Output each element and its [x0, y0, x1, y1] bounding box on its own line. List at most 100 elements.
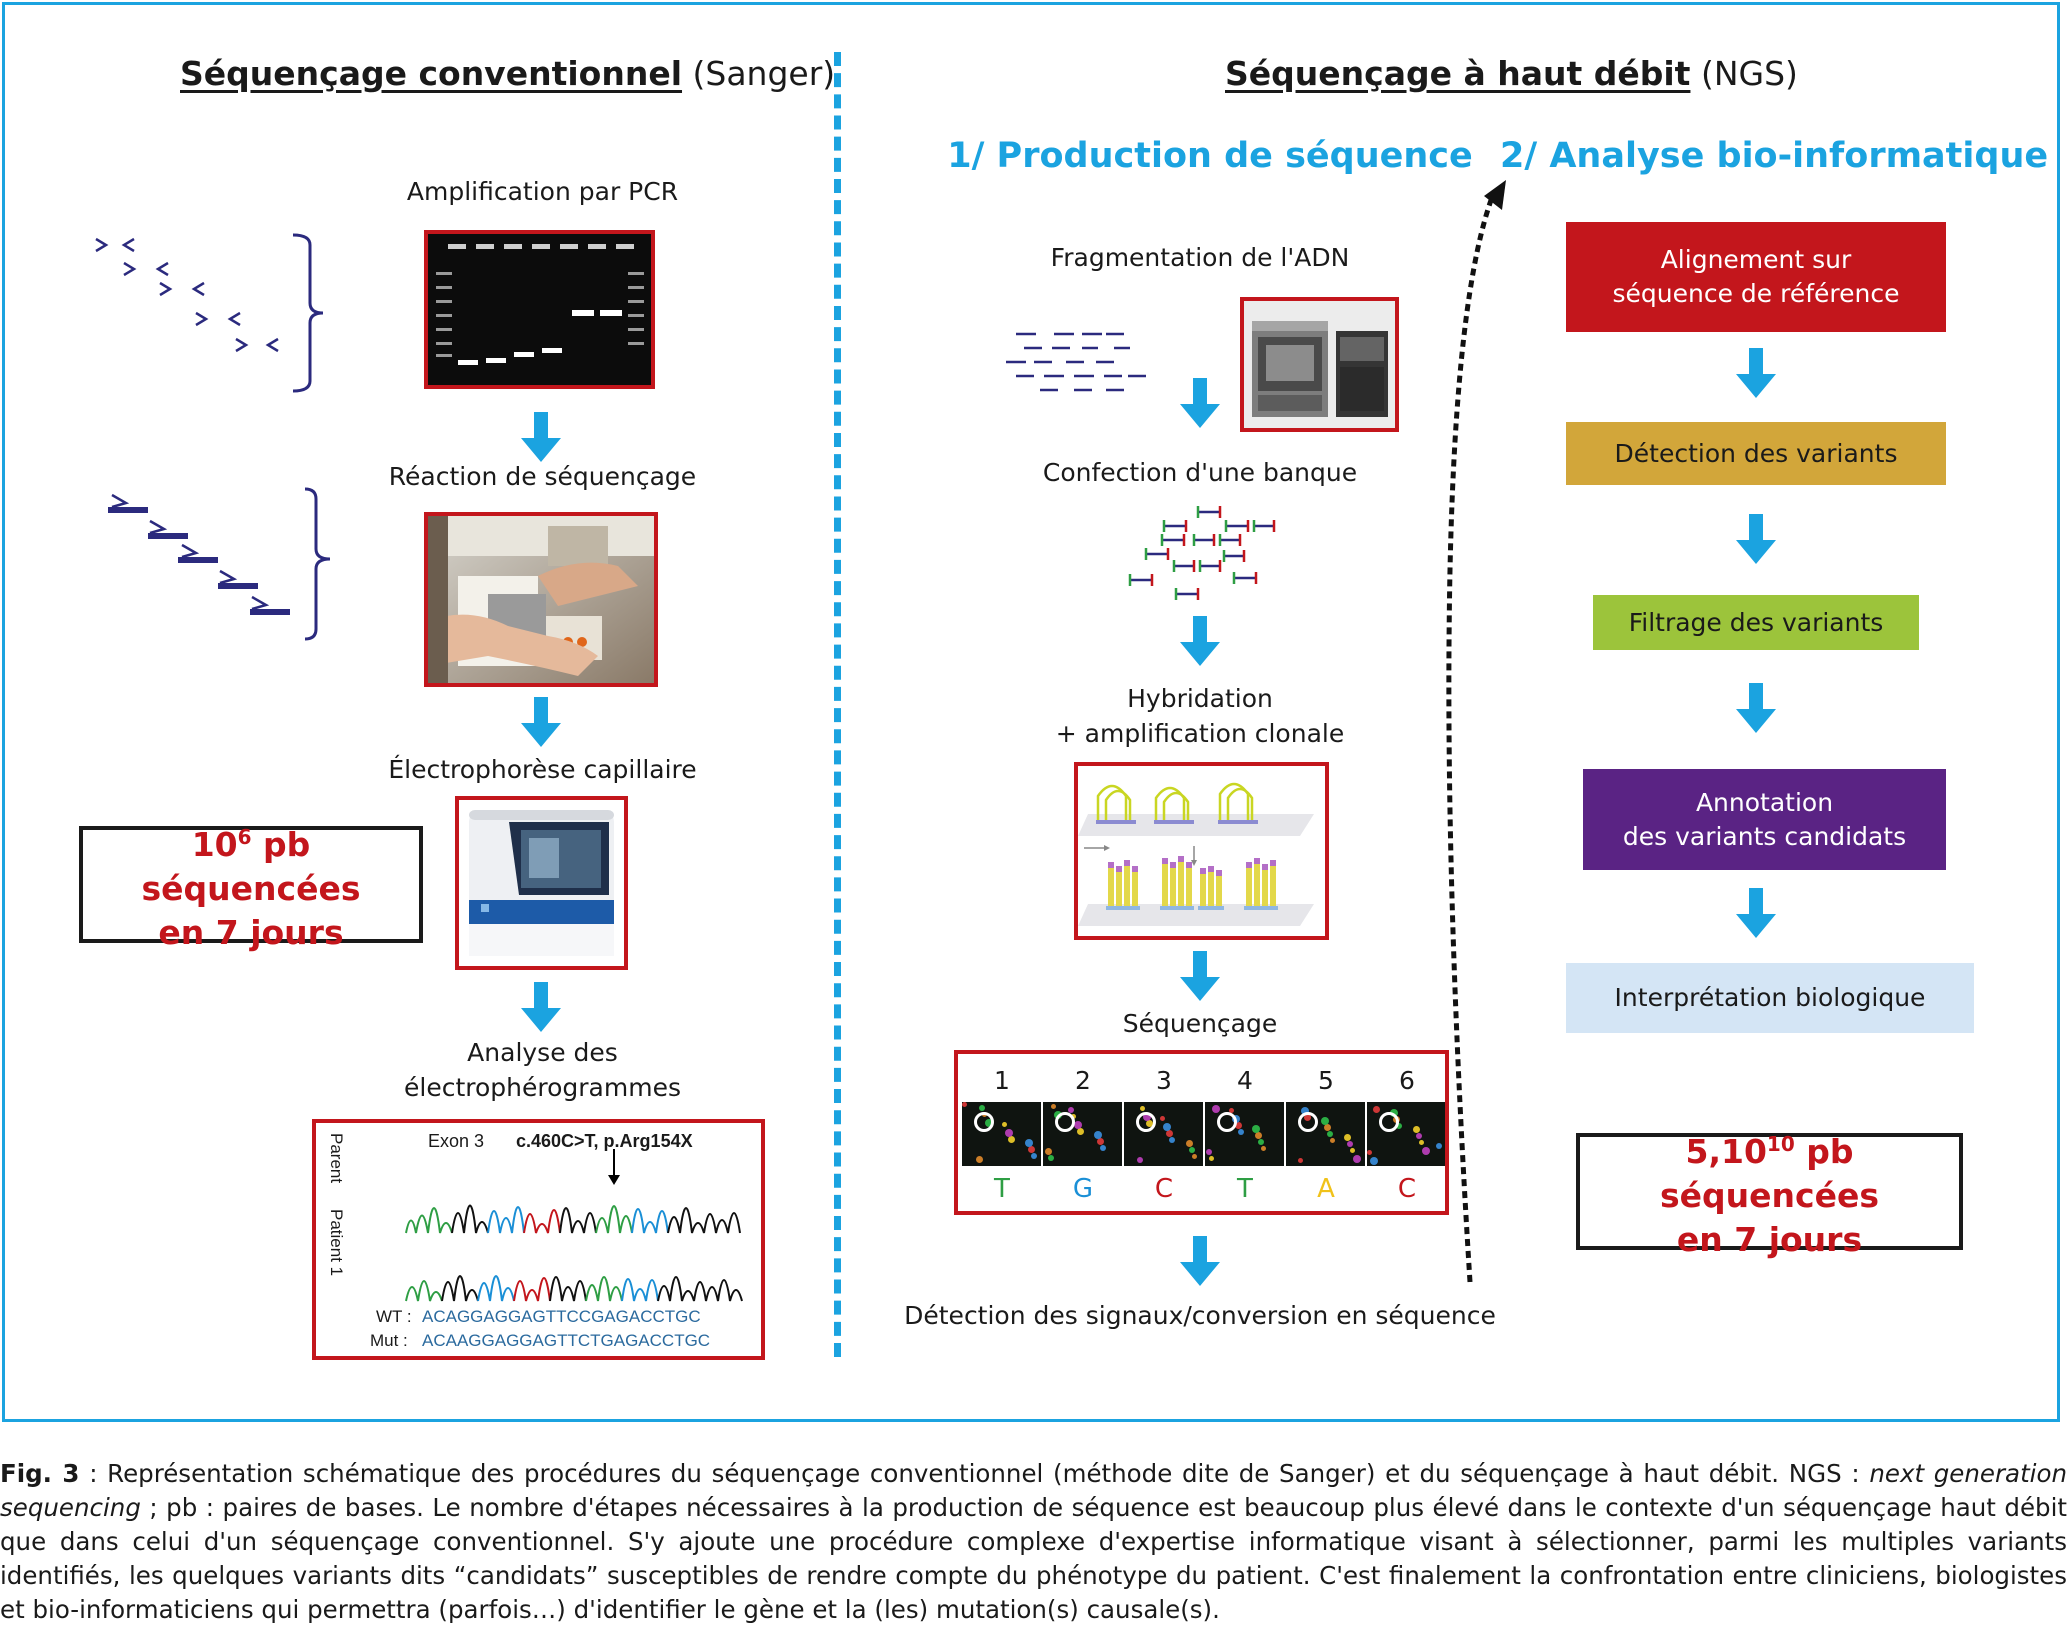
wt-sequence: ACAGGAGGAGTTCCGAGACCTGC: [422, 1307, 701, 1326]
ngs-title-rest: (NGS): [1700, 54, 1798, 93]
cycle-image: [1286, 1102, 1365, 1166]
sanger-title: Séquençage conventionnel (Sanger): [180, 54, 835, 93]
cycle-number: 3: [1156, 1066, 1172, 1095]
arrow-down-icon: [1180, 378, 1220, 428]
cycle-image: [1367, 1102, 1445, 1166]
ngs-title: Séquençage à haut débit (NGS): [1225, 54, 1798, 93]
base-call: G: [1072, 1174, 1094, 1204]
ngs-title-bold: Séquençage à haut débit: [1225, 54, 1691, 93]
sequencing-reaction-photo: [424, 512, 658, 687]
analysis-label-1: Analyse des: [467, 1038, 618, 1067]
cluster-ring-icon: [1217, 1112, 1237, 1132]
arrow-down-icon: [1736, 683, 1776, 733]
feedback-dashed-arrow-icon: [1446, 180, 1506, 1283]
caption-fig-label: Fig. 3: [0, 1459, 80, 1488]
bioinfo-step: Détection des variants: [1566, 422, 1946, 485]
section-divider: [834, 52, 841, 1357]
electrophoresis-label: Électrophorèse capillaire: [388, 755, 697, 784]
electropherogram-panel: Parent Patient 1 Exon 3 c.460C>T, p.Arg1…: [312, 1119, 765, 1360]
base-call: C: [1397, 1174, 1417, 1204]
fragmentation-label: Fragmentation de l'ADN: [1050, 243, 1350, 272]
mut-sequence: ACAAGGAGGAGTTCTGAGACCTGC: [422, 1331, 711, 1350]
ngs-instrument-photo: [1240, 297, 1399, 432]
figure-frame: [2, 2, 2060, 1422]
base-call: A: [1317, 1174, 1335, 1204]
pcr-label: Amplification par PCR: [406, 177, 679, 206]
bioinfo-step-line1: Interprétation biologique: [1614, 983, 1926, 1012]
patient-label: Patient 1: [327, 1209, 346, 1277]
bioinfo-step-line1: Alignement sur: [1660, 245, 1852, 274]
hybridization-label-1: Hybridation: [1127, 684, 1273, 713]
arrow-down-icon: [1180, 1236, 1220, 1286]
cycle-image: [1124, 1102, 1203, 1166]
ngs-throughput-box: 5,1010 pb séquencées en 7 jours: [1576, 1132, 1963, 1259]
cluster-ring-icon: [1055, 1112, 1075, 1132]
gel-bands: [428, 234, 651, 385]
sanger-throughput-line1: 106 pb séquencées: [141, 824, 361, 908]
cycle-number: 5: [1318, 1066, 1334, 1095]
library-label: Confection d'une banque: [1042, 458, 1358, 487]
figure-caption: Fig. 3 : Représentation schématique des …: [0, 1457, 2067, 1627]
cycle-number: 2: [1075, 1066, 1091, 1095]
caption-text-1: : Représentation schématique des procédu…: [79, 1459, 1870, 1488]
bioinfo-step-line2: séquence de référence: [1612, 279, 1900, 308]
bioinfo-step-line2: des variants candidats: [1622, 821, 1907, 851]
wt-label: WT :: [376, 1307, 412, 1326]
arrow-down-icon: [1736, 348, 1776, 398]
caption-italic: next generation sequencing: [0, 1459, 2067, 1522]
exon-label: Exon 3: [428, 1131, 485, 1151]
bioinfo-step-line1: Détection des variants: [1614, 438, 1898, 468]
cycle-image: [962, 1102, 1041, 1166]
bioinfo-title: 2/ Analyse bio-informatique: [1500, 136, 2049, 176]
mutation-label: c.460C>T, p.Arg154X: [516, 1131, 693, 1151]
capillary-sequencer-image: [455, 796, 628, 970]
bioinfo-step: Annotation des variants candidats: [1583, 769, 1946, 870]
cluster-ring-icon: [1136, 1112, 1156, 1132]
sanger-title-bold: Séquençage conventionnel: [180, 54, 683, 93]
cluster-ring-icon: [1379, 1112, 1399, 1132]
arrow-down-icon: [1736, 888, 1776, 938]
ngs-throughput-line1: 5,1010 pb séquencées: [1660, 1131, 1879, 1215]
production-title: 1/ Production de séquence: [947, 136, 1473, 176]
bioinfo-step: Interprétation biologique: [1566, 963, 1974, 1033]
bioinfo-step: Alignement sur séquence de référence: [1566, 222, 1946, 332]
dna-fragments-diagram: [1006, 332, 1146, 392]
cycle-number: 4: [1237, 1066, 1253, 1095]
caption-text-2: ; pb : paires de bases. Le nombre d'étap…: [0, 1493, 2067, 1624]
cluster-ring-icon: [1298, 1112, 1318, 1132]
base-call: T: [1237, 1174, 1253, 1204]
hybridization-label-2: + amplification clonale: [1055, 719, 1345, 748]
sanger-throughput-line2: en 7 jours: [158, 912, 344, 952]
bioinfo-step-line1: Annotation: [1695, 787, 1834, 817]
cycle-image: [1205, 1102, 1284, 1166]
reaction-label: Réaction de séquençage: [388, 462, 697, 491]
arrow-down-icon: [1736, 514, 1776, 564]
arrow-down-icon: [1180, 616, 1220, 666]
sanger-title-rest: (Sanger): [692, 54, 836, 93]
cycle-number: 6: [1399, 1066, 1415, 1095]
pcr-gel-image: [424, 230, 655, 389]
arrow-down-icon: [521, 412, 561, 462]
bioinfo-step-line1: Filtrage des variants: [1628, 607, 1884, 637]
sanger-throughput-box: 106 pb séquencées en 7 jours: [79, 825, 423, 952]
base-call: C: [1154, 1174, 1174, 1204]
cluster-ring-icon: [974, 1112, 994, 1132]
chromatogram-traces: [405, 1149, 743, 1302]
arrow-down-icon: [521, 982, 561, 1032]
arrow-down-icon: [1180, 951, 1220, 1001]
detection-label: Détection des signaux/conversion en séqu…: [904, 1301, 1496, 1330]
primers-diagram: [95, 233, 324, 393]
cycle-image: [1043, 1102, 1122, 1166]
library-diagram: [1128, 506, 1276, 600]
cycle-number: 1: [994, 1066, 1010, 1095]
sequencing-label: Séquençage: [1122, 1009, 1278, 1038]
ngs-throughput-line2: en 7 jours: [1676, 1219, 1863, 1259]
arrow-down-icon: [521, 697, 561, 747]
sequencing-ladder-diagram: [108, 487, 331, 641]
analysis-label-2: électrophérogrammes: [404, 1073, 681, 1102]
base-call: T: [994, 1174, 1010, 1204]
parent-label: Parent: [327, 1133, 346, 1184]
mut-label: Mut :: [370, 1331, 408, 1350]
clonal-amplification-image: [1074, 762, 1329, 940]
